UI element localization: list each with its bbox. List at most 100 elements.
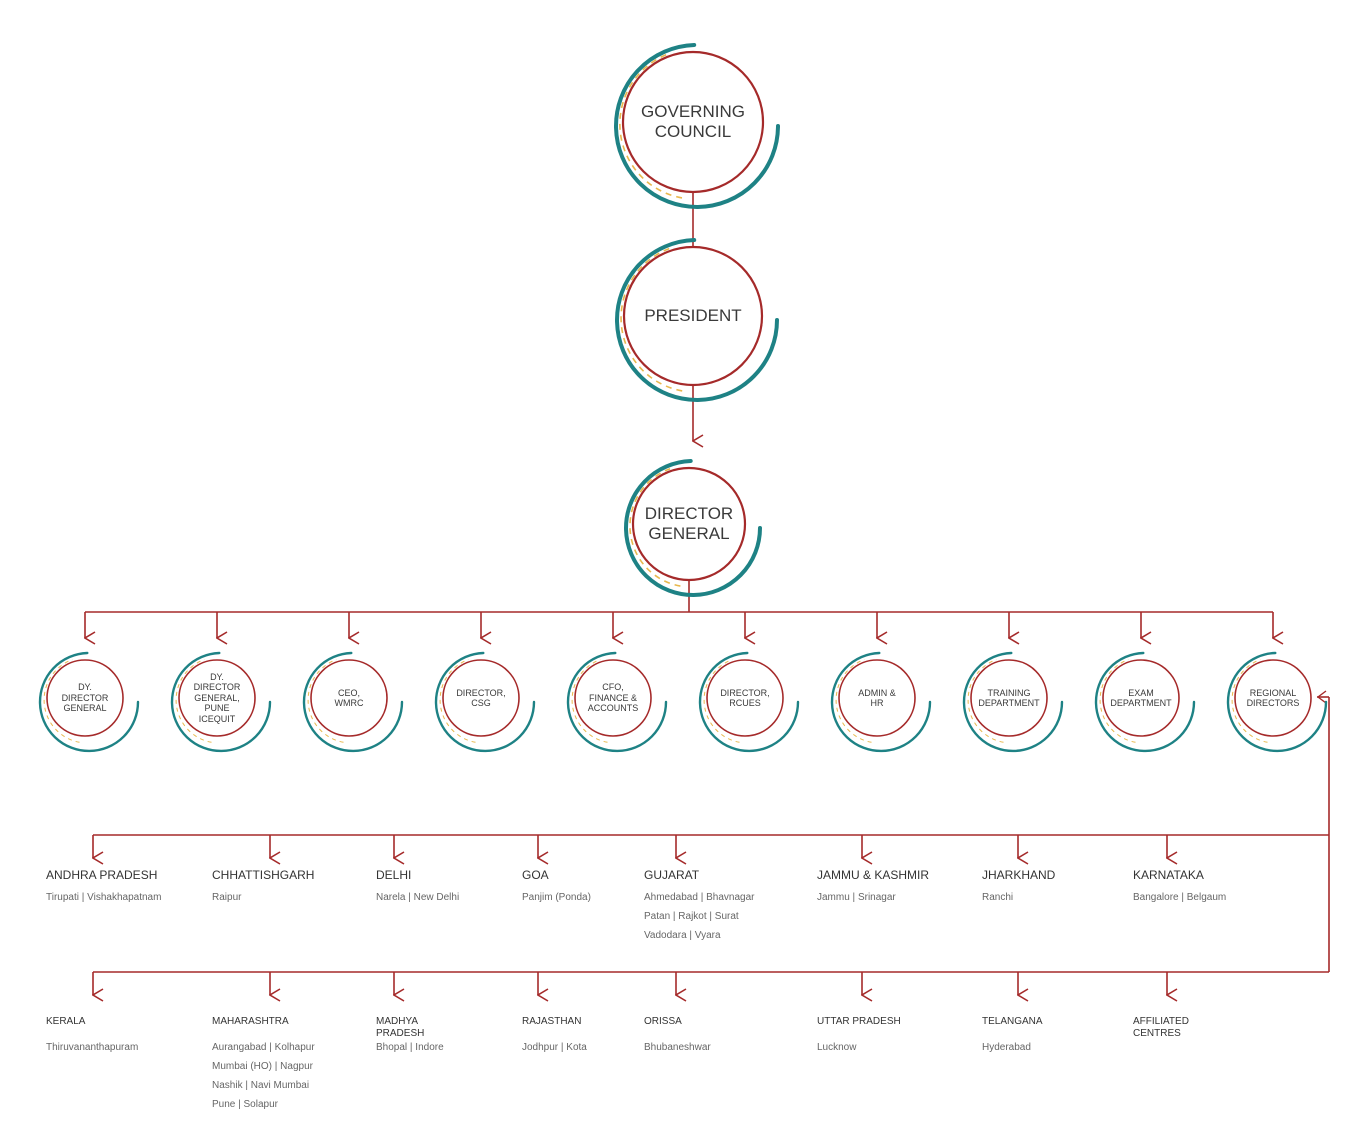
dashed-arc (967, 659, 1004, 743)
node-text-line: DIRECTOR (644, 503, 734, 523)
inner-circle (442, 659, 520, 737)
cfo-finance-label: CFO,FINANCE &ACCOUNTS (583, 660, 644, 736)
region-centres: Mumbai (HO) | Nagpur (212, 1061, 313, 1072)
outer-arc (624, 459, 762, 597)
inner-circle (706, 659, 784, 737)
node-text-line: GENERAL (648, 524, 730, 543)
node-text-line: DIRECTOR, (456, 687, 506, 698)
node-text-line: EXAM (1128, 687, 1154, 698)
region-title: AFFILIATED CENTRES (1133, 1016, 1189, 1039)
node-text-line: ICEQUIT (198, 713, 236, 724)
exam-department-node (1094, 651, 1196, 753)
region-title: GUJARAT (644, 868, 700, 882)
dashed-arc (175, 659, 212, 743)
region-title: DELHI (376, 868, 412, 882)
node-text-line: PUNE (204, 703, 230, 714)
region-centres: Nashik | Navi Mumbai (212, 1080, 310, 1091)
node-text-line: GENERAL (63, 703, 107, 714)
region-centres: Lucknow (817, 1042, 857, 1053)
outer-arc (434, 651, 536, 753)
inner-circle (1102, 659, 1180, 737)
region-title: KERALA (46, 1016, 86, 1027)
node-text-line: WMRC (334, 698, 364, 708)
region-centres: Panjim (Ponda) (522, 892, 591, 903)
regional-directors-node (1226, 651, 1328, 753)
inner-circle (310, 659, 388, 737)
region-title: ORISSA (644, 1016, 682, 1027)
region-title: JAMMU & KASHMIR (817, 868, 930, 882)
director-general-node (624, 459, 762, 597)
inner-circle (621, 50, 765, 194)
outer-arc (170, 651, 272, 753)
inner-circle (46, 659, 124, 737)
inner-circle (838, 659, 916, 737)
outer-arc (614, 43, 780, 209)
node-circles (38, 43, 1328, 753)
director-csg-node (434, 651, 536, 753)
inner-circle (574, 659, 652, 737)
node-text-line: ACCOUNTS (587, 703, 639, 714)
director-rcues-node (698, 651, 800, 753)
dashed-arc (620, 247, 683, 392)
ceo-wmrc-node (302, 651, 404, 753)
dy-director-general-pune-node (170, 651, 272, 753)
node-text-line: CSG (471, 698, 491, 708)
region-centres: Jodhpur | Kota (522, 1042, 587, 1053)
node-text-line: DY. (210, 672, 224, 683)
training-department-node (962, 651, 1064, 753)
node-text-line: GENERAL, (194, 692, 240, 703)
ceo-wmrc-label: CEO,WMRC (319, 660, 380, 736)
region-title: JHARKHAND (982, 868, 1056, 882)
region-centres: Hyderabad (982, 1042, 1031, 1053)
dashed-arc (703, 659, 740, 743)
outer-arc (830, 651, 932, 753)
region-centres: Aurangabad | Kolhapur (212, 1042, 315, 1053)
region-centres: Raipur (212, 892, 242, 903)
node-text-line: CEO, (337, 687, 360, 698)
region-title: UTTAR PRADESH (817, 1016, 901, 1027)
node-text-line: HR (870, 698, 884, 708)
outer-arc (38, 651, 140, 753)
admin-hr-node (830, 651, 932, 753)
node-text-line: DIRECTOR, (720, 687, 770, 698)
dashed-arc (1231, 659, 1268, 743)
outer-arc (962, 651, 1064, 753)
outer-arc (302, 651, 404, 753)
node-text-line: DEPARTMENT (1110, 698, 1172, 708)
node-text-line: DY. (78, 682, 92, 693)
region-centres: Narela | New Delhi (376, 892, 460, 903)
outer-arc (698, 651, 800, 753)
region-title: CHHATTISHGARH (212, 868, 315, 882)
inner-circle (622, 245, 764, 387)
connector-lines (85, 192, 1330, 995)
node-text-line: PRESIDENT (644, 305, 742, 325)
node-text-line: TRAINING (987, 687, 1031, 698)
node-text-line: RCUES (729, 698, 761, 708)
region-centres: Bangalore | Belgaum (1133, 892, 1227, 903)
region-centres: Ahmedabad | Bhavnagar (644, 892, 755, 903)
region-centres: Vadodara | Vyara (644, 930, 721, 941)
region-centres: Jammu | Srinagar (817, 892, 896, 903)
region-centres: Thiruvananthapuram (46, 1042, 139, 1053)
region-centres: Bhubaneshwar (644, 1042, 711, 1053)
dashed-arc (619, 52, 683, 199)
inner-circle (178, 659, 256, 737)
regional-arrowhead (1316, 690, 1327, 704)
region-title: MADHYA PRADESH (376, 1016, 425, 1039)
region-title: RAJASTHAN (522, 1016, 582, 1027)
node-text-line: FINANCE & (588, 692, 637, 703)
admin-hr-label: ADMIN &HR (847, 660, 908, 736)
node-text-line: GOVERNING (641, 101, 745, 121)
dashed-arc (1099, 659, 1136, 743)
outer-arc (1226, 651, 1328, 753)
region-title: ANDHRA PRADESH (46, 868, 158, 882)
node-text-line: DEPARTMENT (978, 698, 1040, 708)
dashed-arc (571, 659, 608, 743)
region-title: MAHARASHTRA (212, 1016, 289, 1027)
region-centres: Pune | Solapur (212, 1099, 278, 1110)
